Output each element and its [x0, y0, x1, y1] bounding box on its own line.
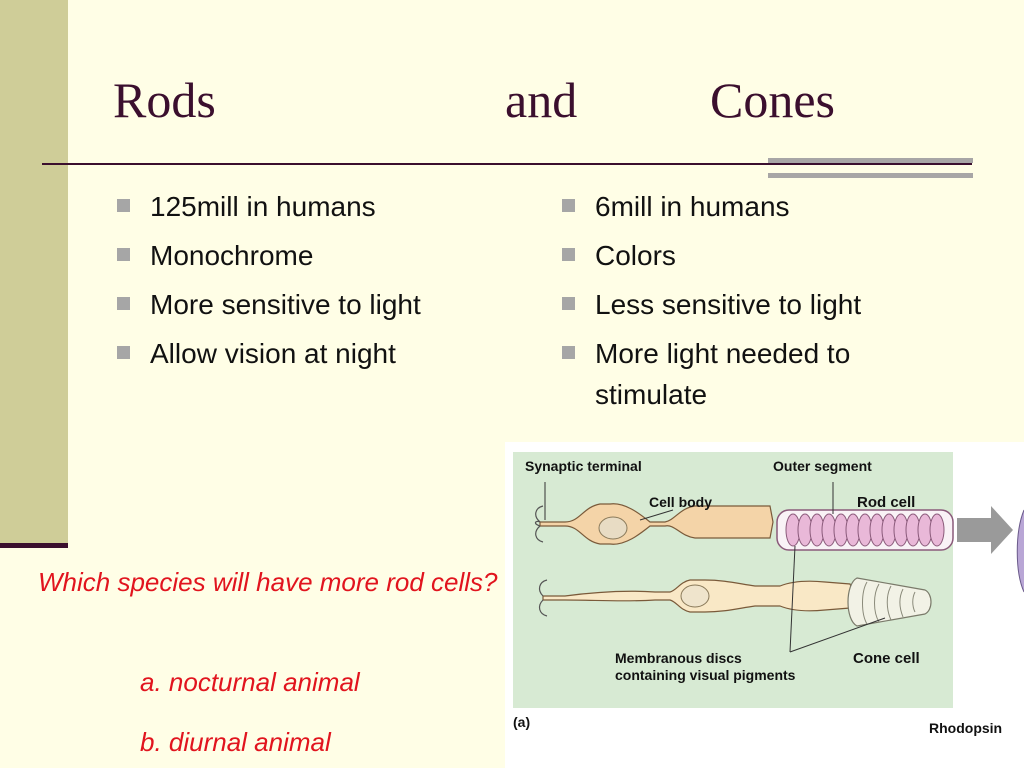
cones-list: 6mill in humans Colors Less sensitive to…	[560, 186, 980, 423]
left-accent-cap	[0, 543, 68, 548]
rod-discs	[785, 513, 945, 547]
cones-item-text: 6mill in humans	[595, 191, 790, 222]
label-outer-segment: Outer segment	[773, 458, 872, 474]
photoreceptor-diagram	[534, 482, 1024, 653]
figure-panel-background	[513, 452, 953, 708]
label-rhodopsin: Rhodopsin	[929, 720, 1003, 736]
bullet-square-icon	[117, 297, 130, 310]
label-panel-a: (a)	[513, 714, 531, 730]
figure-leader-lines	[544, 482, 886, 653]
cones-item-text: Less sensitive to light	[595, 289, 862, 320]
bullet-square-icon	[117, 248, 130, 261]
list-item: Monochrome	[115, 235, 515, 276]
list-item: 125mill in humans	[115, 186, 515, 227]
title-rule-accent-bottom	[768, 173, 973, 178]
label-cone-cell: Cone cell	[853, 650, 920, 667]
bullet-square-icon	[562, 297, 575, 310]
list-item: More sensitive to light	[115, 284, 515, 325]
bullet-square-icon	[562, 199, 575, 212]
bullet-square-icon	[117, 199, 130, 212]
cones-item-text: More light needed to stimulate	[595, 338, 851, 410]
slide-title: Rods and Cones	[0, 70, 1024, 140]
list-item: Allow vision at night	[115, 333, 515, 374]
list-item: More light needed to stimulate	[560, 333, 935, 415]
bullet-square-icon	[562, 346, 575, 359]
bullet-square-icon	[562, 248, 575, 261]
label-membranous-discs: Membranous discs	[615, 650, 742, 666]
rods-item-text: Monochrome	[150, 240, 314, 271]
title-and: and	[505, 72, 578, 128]
label-cell-body: Cell body	[649, 494, 713, 510]
rods-item-text: 125mill in humans	[150, 191, 376, 222]
rhodopsin-circle-edge	[1016, 509, 1024, 593]
bullet-square-icon	[117, 346, 130, 359]
list-item: Colors	[560, 235, 980, 276]
left-accent-bar	[0, 0, 68, 543]
rods-list: 125mill in humans Monochrome More sensit…	[115, 186, 515, 382]
right-arrow-icon	[957, 506, 1013, 554]
list-item: 6mill in humans	[560, 186, 980, 227]
answer-option-a: a. nocturnal animal	[140, 667, 360, 697]
title-rule	[42, 163, 972, 165]
title-rule-accent-top	[768, 158, 973, 163]
photoreceptor-figure: Synaptic terminal Outer segment Cell bod…	[505, 442, 1024, 768]
title-rods: Rods	[113, 72, 216, 128]
label-synaptic-terminal: Synaptic terminal	[525, 458, 642, 474]
label-visual-pigments: containing visual pigments	[615, 667, 796, 683]
rods-item-text: Allow vision at night	[150, 338, 396, 369]
cones-item-text: Colors	[595, 240, 676, 271]
question-text: Which species will have more rod cells?	[38, 567, 498, 597]
answer-option-b: b. diurnal animal	[140, 727, 331, 757]
list-item: Less sensitive to light	[560, 284, 980, 325]
title-cones: Cones	[710, 72, 835, 128]
cone-cell-shape	[538, 577, 932, 627]
label-rod-cell: Rod cell	[857, 494, 916, 511]
rods-item-text: More sensitive to light	[150, 289, 421, 320]
